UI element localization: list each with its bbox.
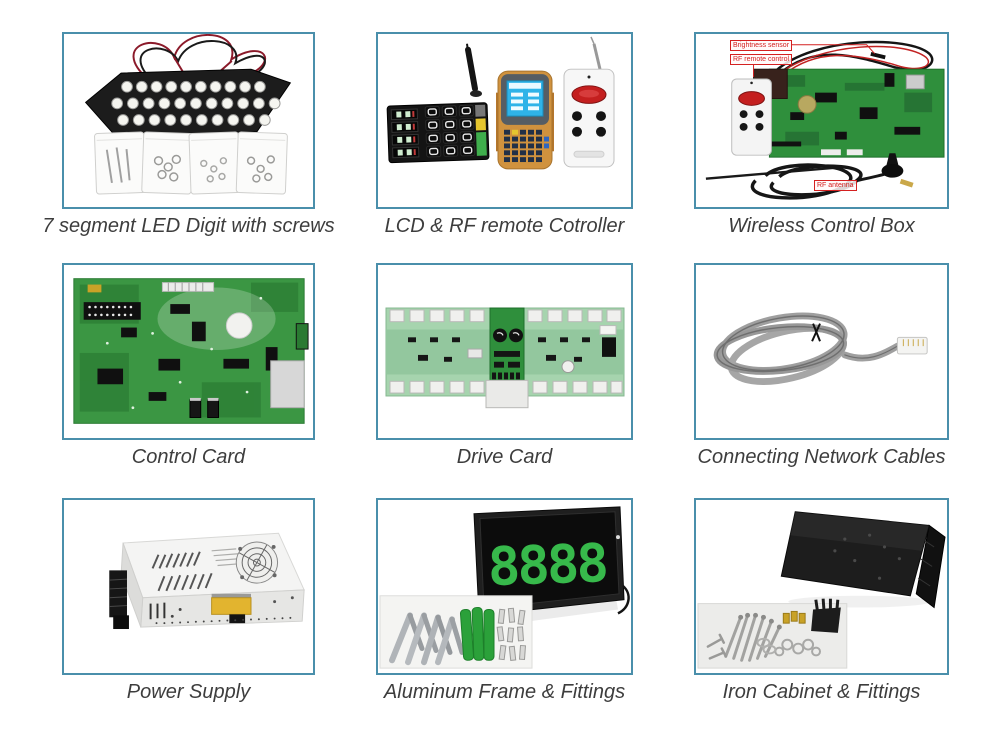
- fittings-inset: [379, 595, 533, 669]
- product-caption: Power Supply: [126, 681, 251, 703]
- green-extrusions: [459, 607, 495, 661]
- product-card-aluminum-frame: 8888: [376, 498, 633, 729]
- control-card-photo: [73, 278, 309, 424]
- wires: [132, 34, 266, 82]
- product-card-drive-card: Drive Card: [376, 263, 633, 498]
- wireless-control-box-photo: [705, 40, 945, 200]
- product-caption: LCD & RF remote Cotroller: [384, 215, 625, 237]
- network-cable-photo: [713, 312, 928, 385]
- power-cable: [617, 585, 630, 615]
- handheld-keys: [504, 129, 549, 163]
- product-caption: Drive Card: [456, 446, 553, 468]
- product-photo-frame: [376, 32, 633, 209]
- product-photo-frame: [376, 263, 633, 440]
- antenna: [465, 43, 482, 98]
- brightness-sensor-label: Brightness sensor: [730, 40, 793, 51]
- bottom-connector-tab: [485, 379, 529, 409]
- product-photo-frame: 8888: [376, 498, 633, 675]
- product-photo-frame: [62, 498, 315, 675]
- callout-leader-lines: [753, 44, 875, 78]
- cable-coil: [713, 312, 901, 385]
- product-card-network-cables: Connecting Network Cables: [694, 263, 949, 498]
- center-connector-block: [489, 307, 525, 381]
- iron-cabinet: [780, 511, 946, 609]
- lcd-rf-remote-photo: [386, 36, 615, 170]
- product-photo-frame: [694, 498, 949, 675]
- rf-remote-small: [731, 78, 772, 156]
- product-photo-frame: [62, 32, 315, 209]
- digit-windows: [390, 108, 420, 159]
- product-caption: Control Card: [131, 446, 246, 468]
- front-face-details: [149, 593, 294, 625]
- product-photo-frame: [62, 263, 315, 440]
- rf-remote: [563, 36, 615, 168]
- rj45-port: [270, 360, 305, 409]
- rings: [756, 637, 777, 655]
- product-card-power-supply: Power Supply: [62, 498, 315, 729]
- side-keys: [475, 104, 487, 156]
- metal-fittings: [496, 607, 527, 661]
- fittings-inset: [697, 598, 848, 669]
- control-card-pcb: [73, 278, 309, 424]
- product-card-iron-cabinet: Iron Cabinet & Fittings: [694, 498, 949, 729]
- handheld-lcd-unit: [496, 70, 554, 170]
- psu-label: [211, 597, 252, 615]
- product-caption: Iron Cabinet & Fittings: [722, 681, 921, 703]
- iron-cabinet-photo: [697, 511, 946, 669]
- rj45-connector: [896, 336, 928, 355]
- aluminum-frame-photo: 8888: [379, 506, 630, 669]
- led-display-cabinet: 8888: [473, 506, 630, 628]
- rf-antenna-label: RF antenna: [814, 180, 857, 191]
- screw-bags: [94, 131, 288, 195]
- top-vents: [151, 551, 213, 592]
- product-caption: Wireless Control Box: [728, 215, 915, 237]
- brass-standoffs: [782, 610, 806, 624]
- t-bolts: [706, 633, 728, 660]
- product-card-wireless-control-box: Brightness sensor RF remote control RF a…: [694, 32, 949, 263]
- cable-tie: [811, 323, 821, 342]
- terminal-block: [109, 570, 129, 630]
- fan-grille: [235, 541, 279, 584]
- rf-remote-control-label: RF remote control: [730, 54, 793, 65]
- product-caption: 7 segment LED Digit with screws: [42, 215, 335, 237]
- drive-card-pcb: [385, 307, 625, 409]
- product-card-lcd-rf-remote: LCD & RF remote Cotroller: [376, 32, 633, 263]
- aluminum-brackets: [389, 612, 465, 666]
- keypad-panel: [386, 102, 490, 164]
- led-board: [84, 68, 292, 137]
- led-display-digits: 8888: [487, 532, 607, 598]
- product-caption: Aluminum Frame & Fittings: [383, 681, 626, 703]
- key-grid: [424, 104, 476, 158]
- product-photo-frame: [694, 263, 949, 440]
- power-supply-photo: [109, 532, 305, 630]
- drive-card-photo: [385, 307, 625, 409]
- control-pcb: [753, 68, 945, 158]
- led-digit-photo: [84, 34, 292, 195]
- antenna-cable: [705, 153, 914, 200]
- product-photo-frame: Brightness sensor RF remote control RF a…: [694, 32, 949, 209]
- product-card-control-card: Control Card: [62, 263, 315, 498]
- product-caption: Connecting Network Cables: [697, 446, 946, 468]
- black-bracket: [811, 598, 841, 633]
- product-card-led-digit: 7 segment LED Digit with screws: [42, 32, 335, 263]
